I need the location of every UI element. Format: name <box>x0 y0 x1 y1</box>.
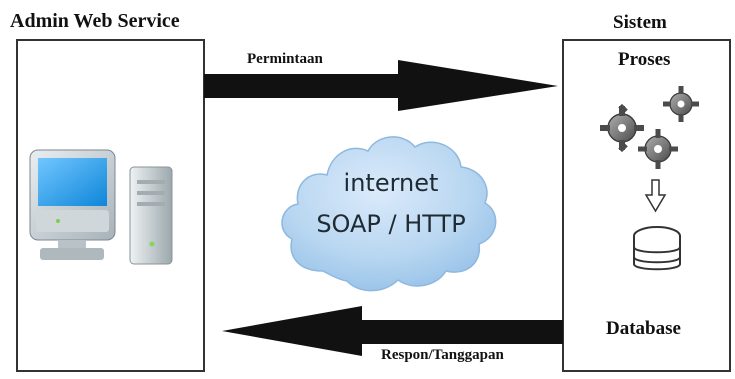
cloud-line-1: internet <box>344 169 439 197</box>
down-arrow-icon <box>644 179 667 213</box>
request-arrow <box>204 60 558 111</box>
response-label: Respon/Tanggapan <box>381 347 504 363</box>
response-arrow <box>222 306 563 356</box>
database-icon <box>633 226 681 271</box>
request-label: Permintaan <box>247 51 323 67</box>
internet-cloud-icon: internet SOAP / HTTP <box>281 136 497 292</box>
gears-icon <box>600 86 699 169</box>
cloud-line-2: SOAP / HTTP <box>316 210 465 238</box>
desktop-computer-icon <box>29 149 173 265</box>
admin-web-service-title: Admin Web Service <box>10 10 180 32</box>
proses-label: Proses <box>618 49 671 70</box>
sistem-title: Sistem <box>613 12 667 33</box>
database-label: Database <box>606 318 681 339</box>
sistem-box <box>562 39 731 372</box>
